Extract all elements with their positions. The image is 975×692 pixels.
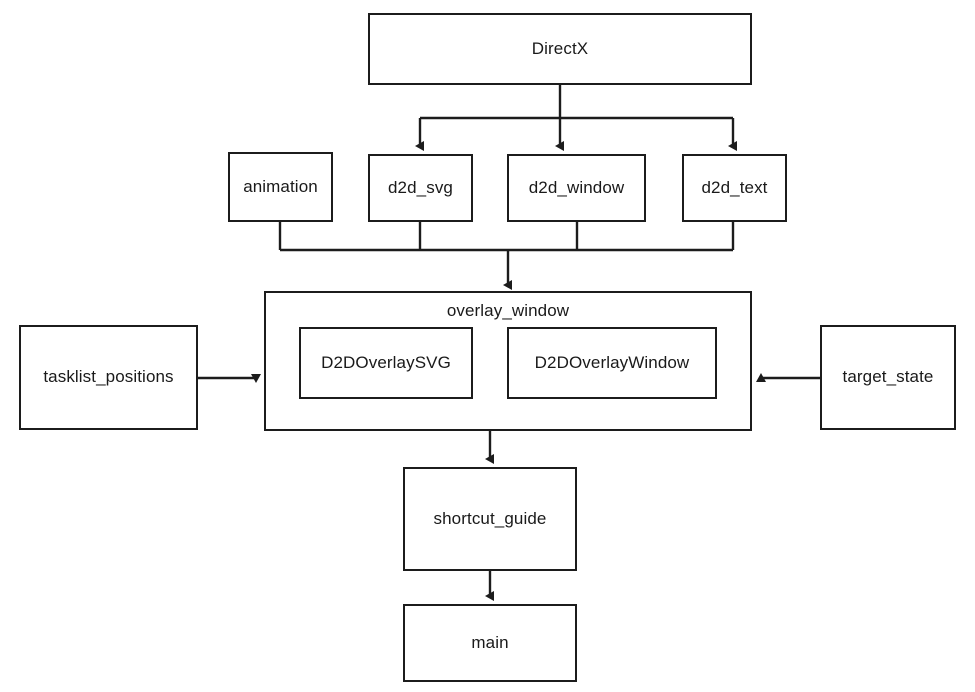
node-target-state[interactable]: target_state	[820, 325, 956, 430]
node-d2d-text-label: d2d_text	[701, 177, 768, 197]
node-tasklist-positions[interactable]: tasklist_positions	[19, 325, 198, 430]
node-directx-label: DirectX	[531, 38, 589, 58]
node-d2d-overlay-svg-label: D2DOverlaySVG	[321, 352, 451, 372]
node-animation[interactable]: animation	[228, 152, 333, 222]
edge-directx-fanout	[415, 85, 737, 151]
node-directx[interactable]: DirectX	[368, 13, 752, 85]
node-overlay-window[interactable]: overlay_window D2DOverlaySVG D2DOverlayW…	[264, 291, 752, 431]
node-d2d-svg[interactable]: d2d_svg	[368, 154, 473, 222]
node-d2d-overlay-window[interactable]: D2DOverlayWindow	[507, 327, 717, 399]
node-animation-label: animation	[243, 176, 318, 196]
node-d2d-svg-label: d2d_svg	[388, 177, 453, 197]
node-tasklist-positions-label: tasklist_positions	[43, 367, 174, 387]
node-d2d-overlay-window-label: D2DOverlayWindow	[534, 352, 690, 372]
node-d2d-overlay-svg[interactable]: D2DOverlaySVG	[299, 327, 473, 399]
node-shortcut-guide[interactable]: shortcut_guide	[403, 467, 577, 571]
node-d2d-text[interactable]: d2d_text	[682, 154, 787, 222]
node-d2d-window-label: d2d_window	[528, 177, 625, 197]
node-main[interactable]: main	[403, 604, 577, 682]
node-shortcut-guide-label: shortcut_guide	[433, 508, 547, 528]
node-main-label: main	[471, 632, 509, 652]
node-d2d-window[interactable]: d2d_window	[507, 154, 646, 222]
node-target-state-label: target_state	[842, 367, 934, 387]
edge-row2-merge	[278, 222, 735, 290]
node-overlay-window-label: overlay_window	[446, 301, 570, 320]
